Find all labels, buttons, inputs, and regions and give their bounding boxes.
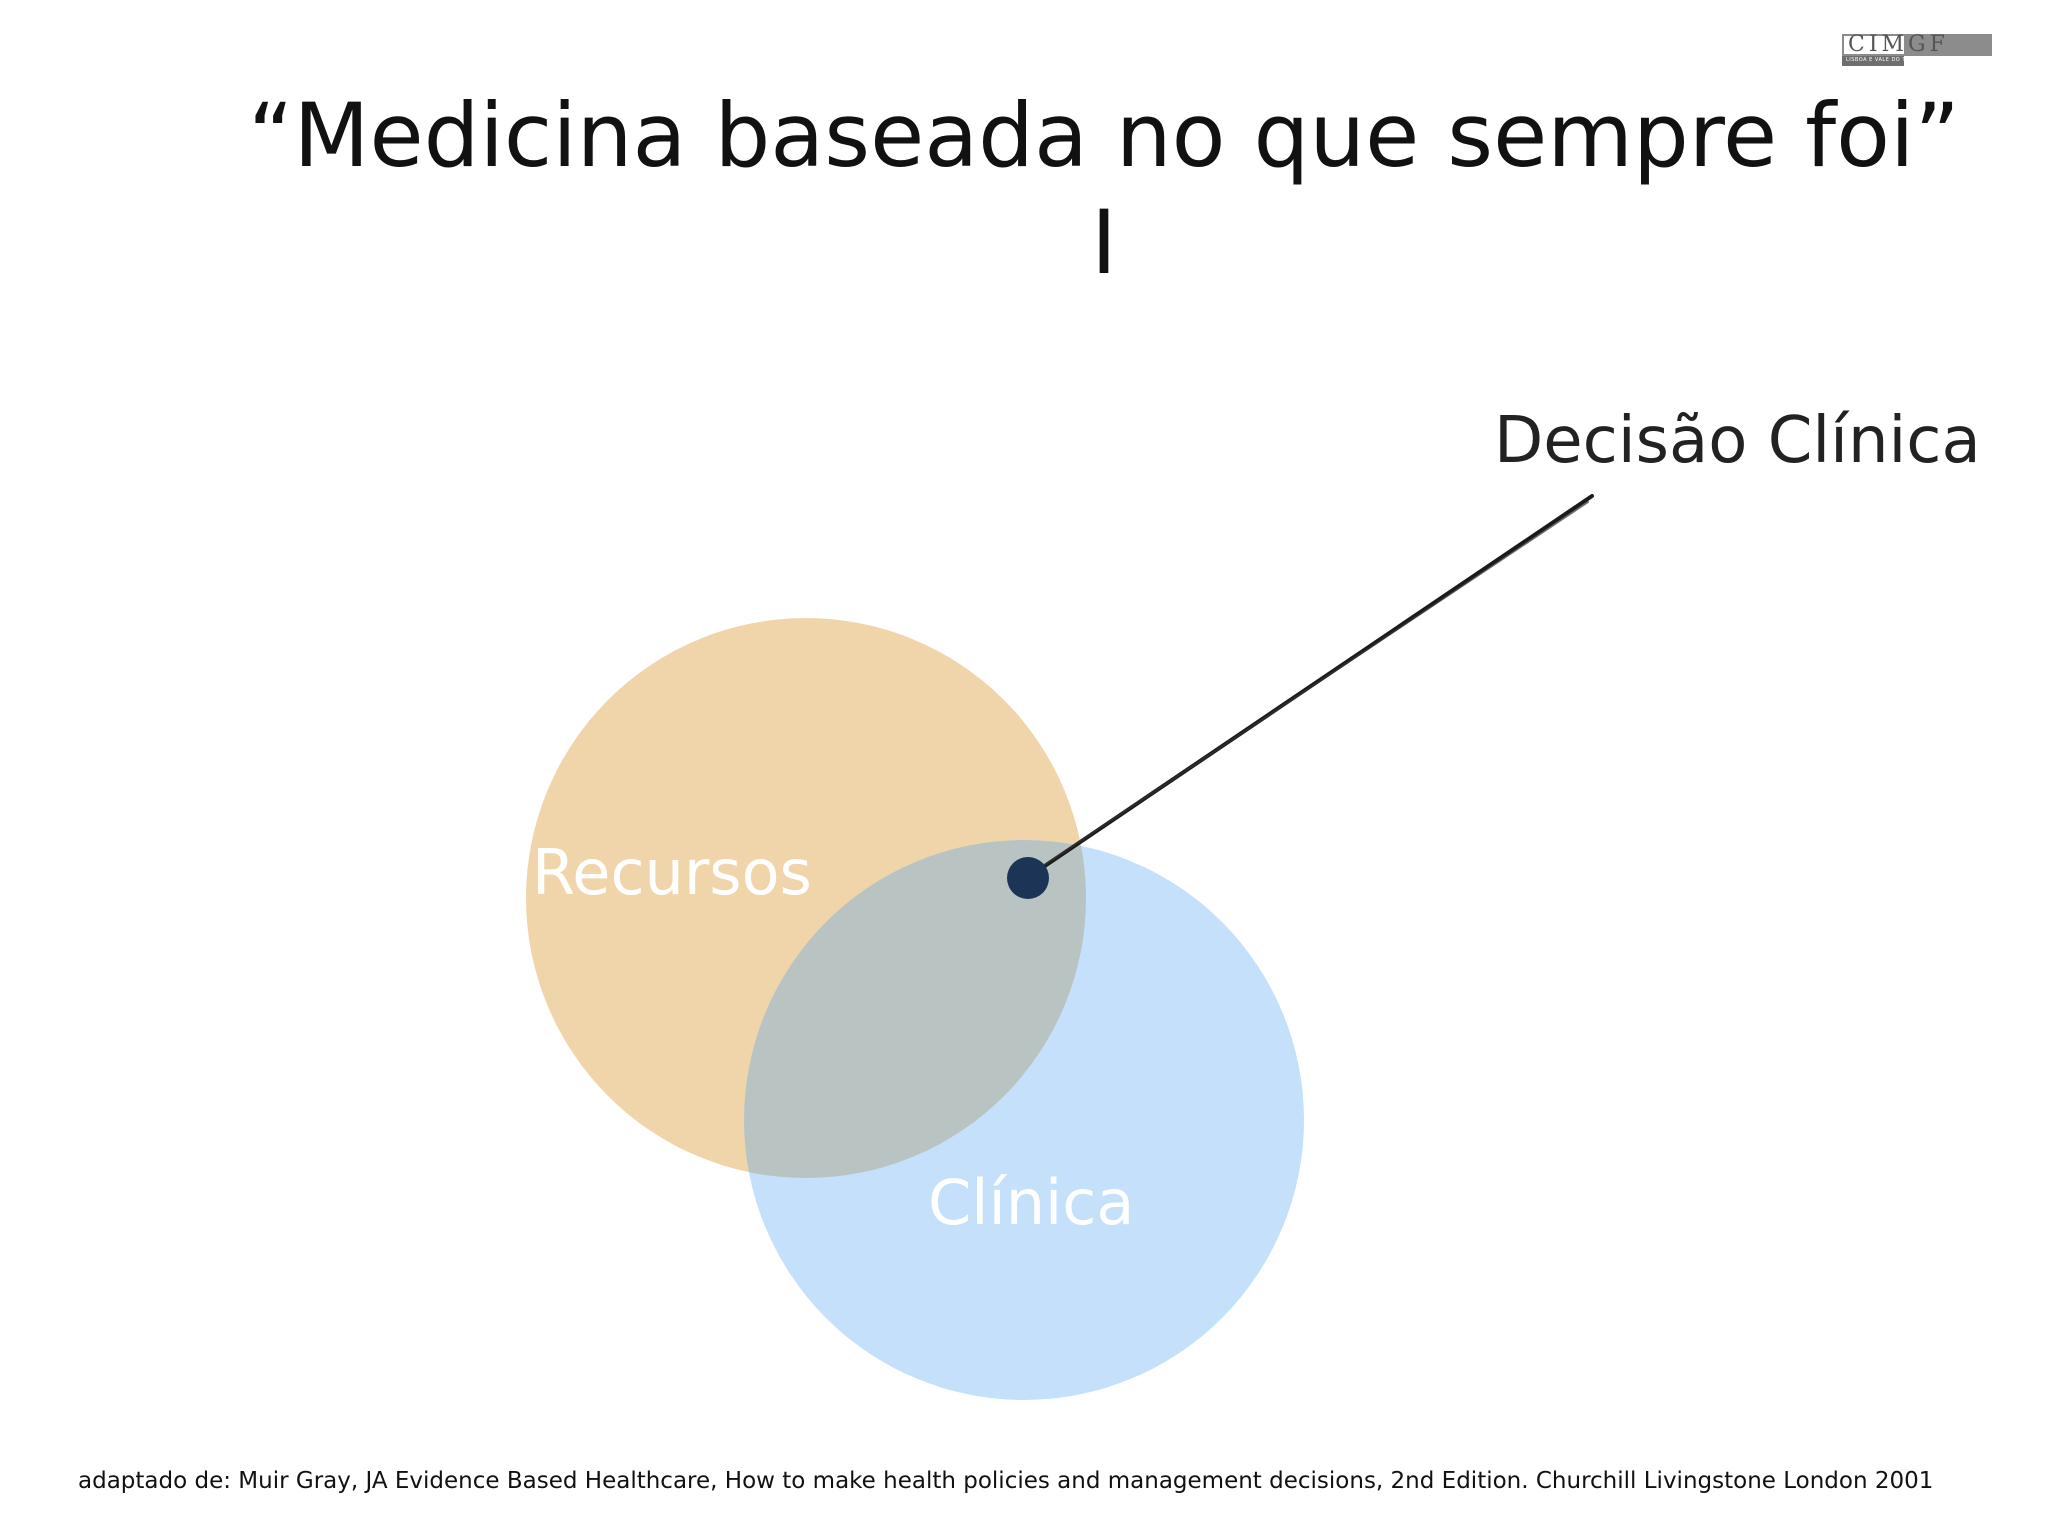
callout-label-decisao-clinica: Decisão Clínica — [1494, 404, 1981, 478]
circle-label-recursos: Recursos — [532, 836, 812, 909]
slide-title-line-2: I — [1091, 191, 1117, 295]
callout-line-sketch — [1033, 501, 1589, 873]
cimgf-logo: CIMGF LISBOA E VALE DO TEJO — [1842, 32, 1992, 68]
citation-text: adaptado de: Muir Gray, JA Evidence Base… — [78, 1468, 1934, 1494]
slide-title-line-1: “Medicina baseada no que sempre foi” — [247, 84, 1961, 187]
logo-text: CIMGF — [1848, 32, 1949, 57]
decision-point — [1007, 857, 1049, 899]
logo-subtitle: LISBOA E VALE DO TEJO — [1846, 57, 1916, 63]
slide-title: “Medicina baseada no que sempre foi” I — [80, 82, 2048, 297]
cimgf-logo-graphic — [1842, 34, 1992, 66]
circle-label-clinica: Clínica — [928, 1166, 1135, 1239]
